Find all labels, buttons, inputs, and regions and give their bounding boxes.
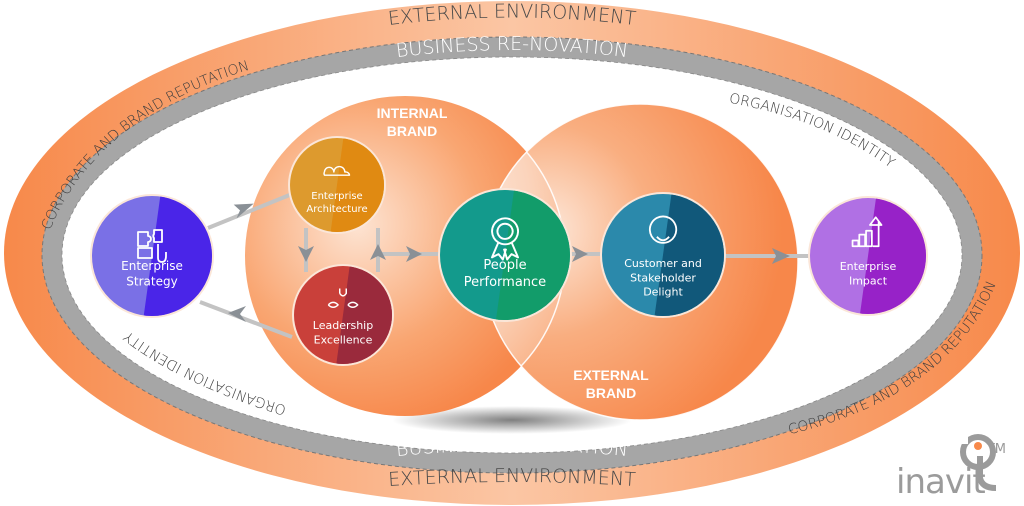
node-label-line2: Strategy <box>126 275 177 289</box>
internal-brand-label-2: BRAND <box>387 123 438 139</box>
cloud-icon <box>323 165 351 176</box>
arrowhead-people-customer <box>572 246 588 262</box>
node-label-line1: Customer and <box>624 257 702 270</box>
node-label-line2: Performance <box>464 275 546 290</box>
inavit-logo: inavit TM <box>866 432 1006 502</box>
trademark-symbol: TM <box>986 442 1006 457</box>
outer-bottom-label: EXTERNAL ENVIRONMENT <box>388 465 637 491</box>
node-fill-dark <box>143 196 212 316</box>
arrowhead-leadership-architecture <box>370 244 386 260</box>
brand-shadow <box>392 406 632 434</box>
node-label-line2: Impact <box>849 274 888 287</box>
smiley-icon <box>648 215 678 244</box>
arrowhead-strategy-architecture <box>233 203 254 219</box>
arrowhead-architecture-leadership <box>298 246 314 262</box>
node-fill-dark <box>653 194 724 316</box>
connector-leadership-to-strategy <box>199 300 293 339</box>
node-label-line1: People <box>483 258 526 273</box>
hands-icon <box>327 288 359 309</box>
growth-chart-icon <box>851 216 883 248</box>
node-fill-dark <box>335 266 392 364</box>
node-fill-dark <box>495 190 570 320</box>
external-brand-label-1: EXTERNAL <box>573 367 649 383</box>
arrowheads <box>228 203 790 322</box>
inavit-logo-mark-icon <box>958 432 997 491</box>
nodes: EnterpriseStrategyEnterpriseArchitecture… <box>90 136 928 366</box>
node-fill-dark <box>329 138 384 232</box>
node-label-line3: Delight <box>643 286 683 299</box>
arrowhead-to-people <box>406 246 422 262</box>
puzzle-icon <box>137 229 167 263</box>
external-brand-label-2: BRAND <box>586 385 637 401</box>
node-label-line1: Enterprise <box>840 260 897 273</box>
node-label-line2: Stakeholder <box>630 271 696 284</box>
inavit-logo-wordmark: inavit <box>896 462 986 502</box>
award-ribbon-icon <box>491 217 520 261</box>
node-label-line1: Enterprise <box>311 191 362 202</box>
node-label-line1: Leadership <box>313 319 373 332</box>
connector-strategy-to-architecture <box>207 192 293 230</box>
node-label-line2: Architecture <box>306 204 367 215</box>
connectors <box>199 192 810 339</box>
arrowhead-leadership-strategy <box>228 306 246 322</box>
internal-brand-label-1: INTERNAL <box>377 105 448 121</box>
node-label-line2: Excellence <box>314 333 373 346</box>
arrowhead-customer-impact <box>772 248 790 264</box>
node-label-line1: Enterprise <box>121 259 183 273</box>
